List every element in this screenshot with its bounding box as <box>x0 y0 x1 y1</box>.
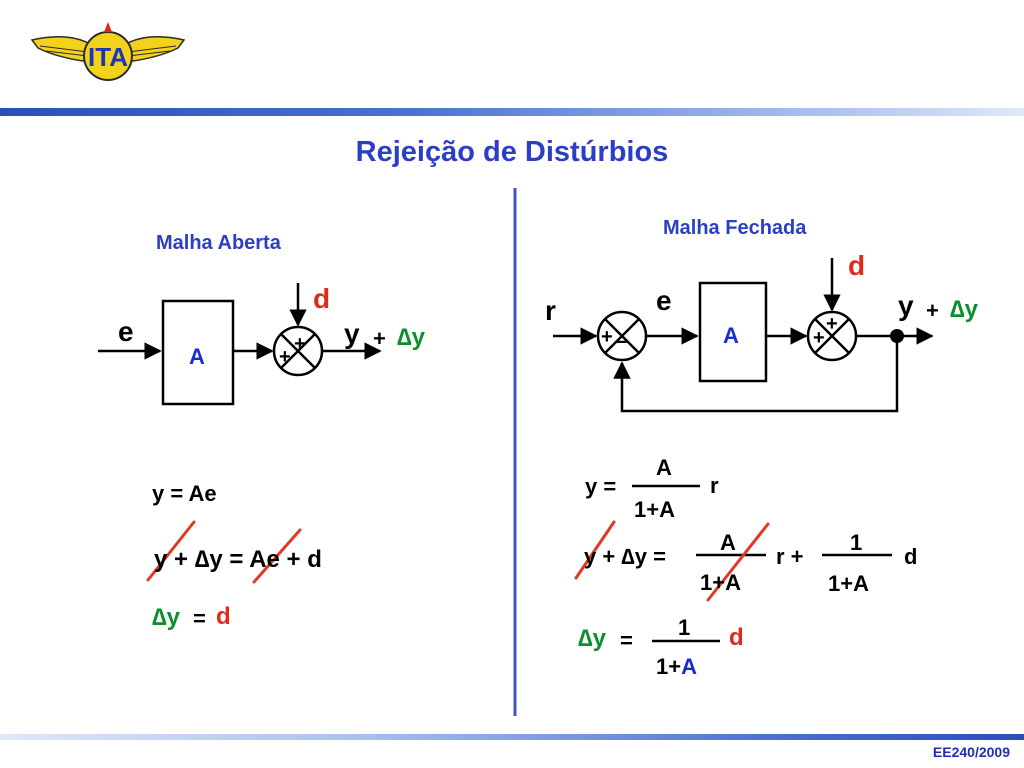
closed-sum1-sign-minus: – <box>615 328 628 353</box>
closed-loop-heading: Malha Fechada <box>663 217 807 239</box>
logo-text: ITA <box>88 42 128 72</box>
open-input-label: e <box>118 316 134 347</box>
strike-closed-fraction <box>706 522 770 602</box>
closed-error-label: e <box>656 285 672 316</box>
strike-open-y <box>146 520 196 582</box>
closed-eq1-r: r <box>710 473 719 498</box>
open-eq3-equals: = <box>193 606 206 631</box>
header-rule <box>0 108 1024 116</box>
closed-eq3-d: d <box>729 624 744 651</box>
torch-flame-icon <box>104 22 112 32</box>
closed-reference-label: r <box>545 295 556 326</box>
closed-loop-diagram <box>553 258 934 413</box>
open-eq3-lhs: ∆y <box>152 604 181 631</box>
footer-rule <box>0 734 1024 740</box>
closed-eq3-denominator: 1+A <box>656 656 697 678</box>
closed-output-label: y <box>898 290 914 321</box>
closed-eq2-denominator-1: 1+A <box>700 570 741 595</box>
cancellation-strikes <box>146 520 770 602</box>
open-block-a <box>161 299 235 406</box>
strike-closed-y <box>574 520 616 580</box>
closed-eq3-denominator-a: A <box>681 654 697 679</box>
closed-eq1-denominator: 1+A <box>634 497 675 522</box>
closed-block-label: A <box>723 323 739 348</box>
closed-output-plus: + <box>926 298 939 323</box>
open-output-label: y <box>344 318 360 349</box>
open-disturbance-label: d <box>313 283 331 314</box>
open-loop-heading: Malha Aberta <box>156 232 281 254</box>
closed-eq2-denominator-2: 1+A <box>828 571 869 596</box>
closed-eq1-numerator: A <box>656 455 672 480</box>
open-eq3-rhs: d <box>216 603 231 630</box>
closed-delta-label: ∆y <box>950 296 979 323</box>
wings-graphic <box>30 36 186 63</box>
closed-block-a <box>698 281 768 383</box>
feedback-path <box>613 336 899 413</box>
open-sum-sign-left: + <box>279 346 291 368</box>
closed-sum2-sign-left: + <box>813 327 825 349</box>
slide-title: Rejeição de Distúrbios <box>355 136 669 168</box>
open-block-label: A <box>189 344 205 369</box>
closed-eq2-middle: r + <box>776 544 804 569</box>
closed-summing-junction-2 <box>806 310 858 362</box>
closed-eq2-lhs: y + ∆y = <box>584 544 666 569</box>
open-loop-diagram <box>98 283 382 406</box>
strike-open-ae <box>252 528 302 584</box>
open-delta-label: ∆y <box>397 324 426 351</box>
closed-eq3-lhs: ∆y <box>578 625 607 652</box>
closed-eq2-numerator-2: 1 <box>850 530 863 555</box>
open-eq2: y + ∆y = Ae + d <box>154 546 322 573</box>
closed-summing-junction-1 <box>596 310 648 362</box>
closed-sum2-sign-top: + <box>826 313 838 335</box>
closed-disturbance-label: d <box>848 250 866 281</box>
closed-eq2-d: d <box>904 544 918 569</box>
open-eq1: y = Ae <box>152 481 217 506</box>
closed-eq3-denominator-prefix: 1+ <box>656 654 682 679</box>
closed-eq1-lhs: y = <box>585 474 617 499</box>
closed-eq3-equals: = <box>620 628 633 653</box>
closed-eq2-numerator-1: A <box>720 530 736 555</box>
closed-sum1-sign-plus: + <box>601 326 613 348</box>
fraction-bars <box>632 484 892 643</box>
footer-label: EE240/2009 <box>932 744 1010 760</box>
open-output-plus: + <box>373 326 386 351</box>
open-sum-sign-top: + <box>294 333 306 355</box>
ita-logo: ITA <box>30 22 186 81</box>
closed-eq3-numerator: 1 <box>678 615 691 640</box>
